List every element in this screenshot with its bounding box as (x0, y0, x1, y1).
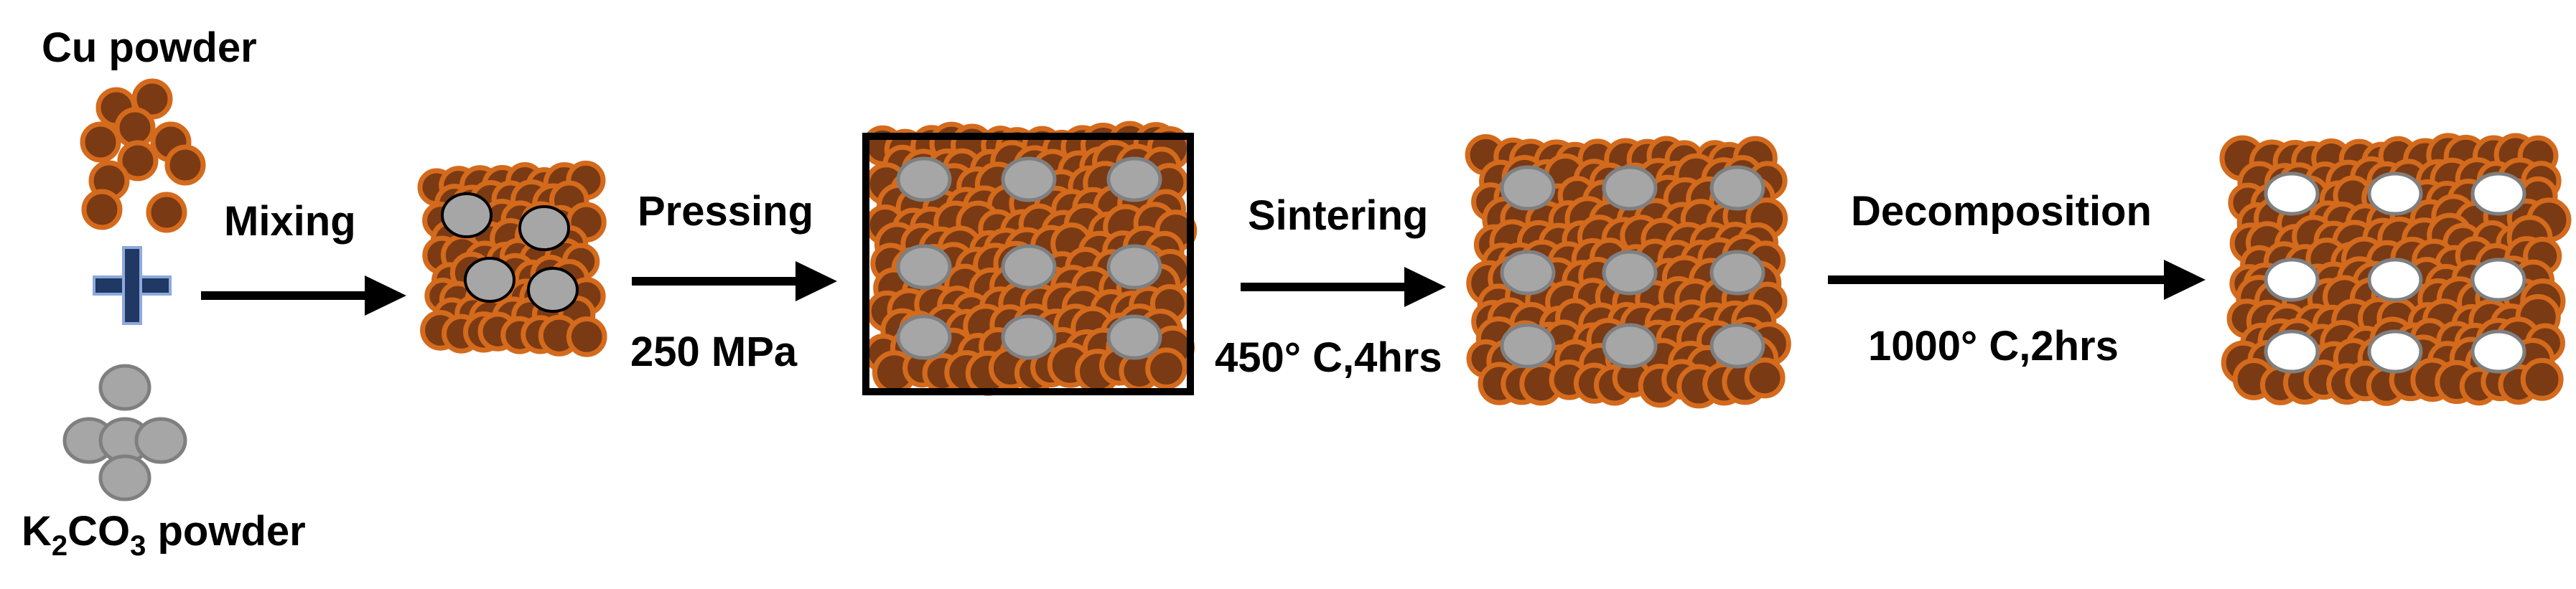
cu-powder-label: Cu powder (42, 24, 257, 71)
arrow-head (365, 275, 406, 316)
k2co3-particle (134, 417, 187, 464)
pore (2367, 329, 2423, 374)
k2co3-particle (98, 454, 151, 501)
arrow-head (2164, 260, 2206, 300)
sinter-conditions-label: 450° C,4hrs (1215, 334, 1442, 381)
k2co3-inclusion (1106, 244, 1162, 290)
pore (2367, 258, 2423, 302)
sintered-block (1465, 133, 1791, 409)
k2co3-co: CO (67, 508, 131, 555)
pore (2470, 258, 2526, 302)
copper-particle (146, 192, 187, 233)
copper-particle (566, 316, 607, 357)
plus-icon (93, 246, 172, 325)
k2co3-inclusion (1001, 314, 1057, 360)
k2co3-inclusion (1500, 250, 1556, 296)
k2co3-inclusion (1001, 156, 1057, 202)
process-arrows (201, 260, 2206, 316)
pore (2470, 329, 2526, 374)
plus-bar-vertical (122, 246, 142, 325)
k2co3-particle-mixed (518, 205, 570, 251)
k2co3-inclusion (896, 244, 952, 290)
k2co3-inclusion (1602, 165, 1658, 211)
mixing-label: Mixing (224, 198, 356, 245)
sintering-label: Sintering (1248, 192, 1429, 239)
k2co3-k-subscript: 2 (51, 530, 68, 562)
k2co3-inclusion (1001, 244, 1057, 290)
k2co3-inclusion (1106, 314, 1162, 360)
copper-particle (80, 121, 121, 163)
k2co3-particle-mixed (464, 257, 515, 303)
die-frame (862, 133, 1194, 395)
pressing-label: Pressing (638, 188, 813, 235)
k2co3-powder-particles (62, 364, 187, 501)
copper-particle (164, 144, 206, 186)
porous-copper-block (2219, 133, 2572, 406)
pressure-label: 250 MPa (630, 329, 798, 375)
k2co3-inclusion (1709, 250, 1765, 296)
pore (2367, 171, 2423, 216)
pore (2264, 329, 2320, 374)
arrow-head (795, 261, 837, 301)
pore (2264, 171, 2320, 216)
k2co3-inclusion (1709, 323, 1765, 369)
k2co3-particle-mixed (527, 267, 579, 313)
k2co3-suffix: powder (146, 508, 306, 555)
copper-particle (1744, 357, 1786, 399)
k2co3-inclusion (1602, 250, 1658, 296)
pore (2264, 258, 2320, 302)
pressing-die-block (862, 121, 1198, 396)
k2co3-inclusion (896, 314, 952, 360)
k2co3-inclusion (1709, 165, 1765, 211)
arrow-head (1404, 267, 1446, 307)
k2co3-co-subscript: 3 (130, 530, 146, 562)
copper-particle (81, 189, 123, 230)
k2co3-k: K (22, 508, 52, 555)
cu-powder-particles (80, 78, 206, 233)
decomposition-label: Decomposition (1851, 188, 2152, 235)
k2co3-inclusion (1500, 323, 1556, 369)
copper-particle (1145, 347, 1187, 390)
k2co3-inclusion (1500, 165, 1556, 211)
copper-particle (2520, 357, 2564, 401)
mixed-powder-block (417, 160, 607, 357)
decomp-conditions-label: 1000° C,2hrs (1868, 323, 2119, 369)
k2co3-inclusion (1602, 323, 1658, 369)
k2co3-inclusion (896, 156, 952, 202)
k2co3-particle-mixed (441, 192, 493, 238)
copper-particle (117, 140, 159, 182)
k2co3-inclusion (1106, 156, 1162, 202)
pore (2470, 171, 2526, 216)
k2co3-powder-label: K2CO3 powder (22, 508, 306, 561)
k2co3-particle (98, 364, 151, 411)
copper-particle (114, 107, 156, 149)
